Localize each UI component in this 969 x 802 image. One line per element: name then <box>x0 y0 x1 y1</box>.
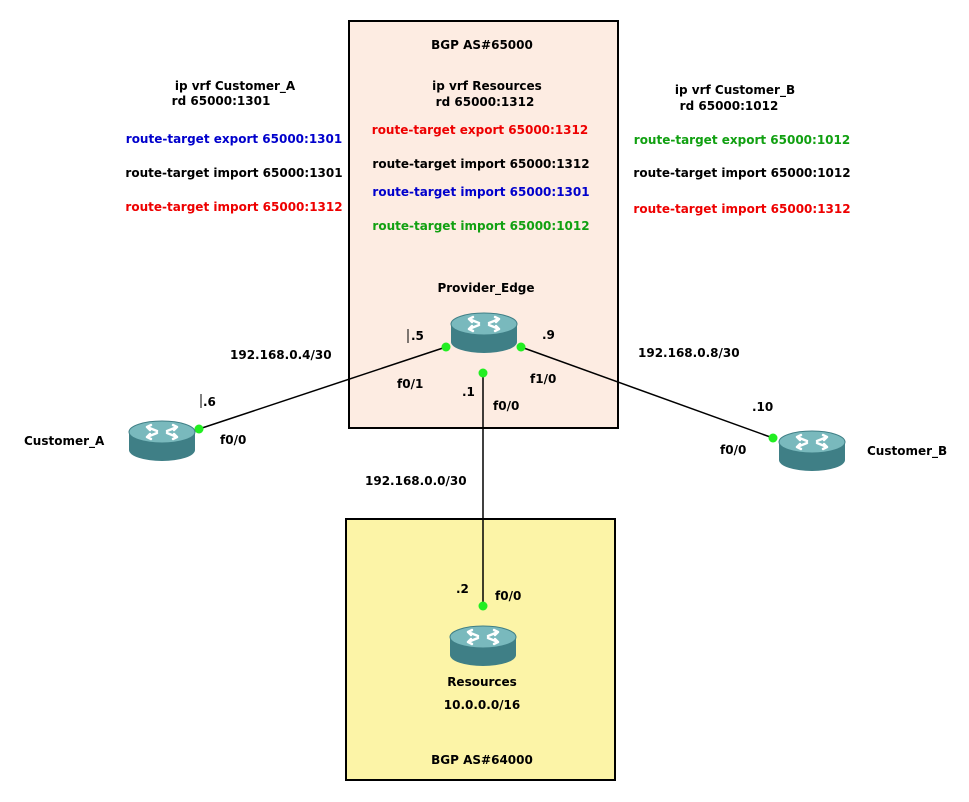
link-endpoint <box>194 424 204 434</box>
vrf-resources-rt-line: route-target import 65000:1312 <box>372 157 590 171</box>
router-name-provider-edge: Provider_Edge <box>437 281 535 295</box>
vrf-resources-rd: rd 65000:1312 <box>435 95 535 109</box>
link-endpoint <box>478 601 488 611</box>
link-pe-customer-a <box>198 346 447 430</box>
link-endpoint <box>516 342 526 352</box>
vrf-resources-name: ip vrf Resources <box>432 79 542 93</box>
subnet-label: 192.168.0.4/30 <box>230 348 332 362</box>
router-name-customer-b: Customer_B <box>867 444 948 458</box>
vrf-customer-b-rt-line: route-target export 65000:1012 <box>633 133 851 147</box>
host-label: .10 <box>752 400 774 414</box>
subnet-label: 192.168.0.0/30 <box>365 474 467 488</box>
host-label: .2 <box>456 582 469 596</box>
vrf-customer-b-rt-line: route-target import 65000:1012 <box>633 166 851 180</box>
vrf-resources-rt-line: route-target export 65000:1312 <box>371 123 589 137</box>
vrf-customer-b-rt-line: route-target import 65000:1312 <box>633 202 851 216</box>
vrf-customer-a-rd: rd 65000:1301 <box>171 94 271 108</box>
router-name-resources: Resources <box>447 675 517 689</box>
interface-label: f0/0 <box>493 399 520 413</box>
router-icon[interactable] <box>777 429 847 474</box>
vrf-customer-a-name: ip vrf Customer_A <box>174 79 296 93</box>
vrf-customer-a-rt-line: route-target export 65000:1301 <box>125 132 343 146</box>
resources-network: 10.0.0.0/16 <box>443 698 521 712</box>
interface-label: f1/0 <box>530 372 557 386</box>
vrf-customer-a-rt-line: route-target import 65000:1301 <box>125 166 343 180</box>
router-name-customer-a: Customer_A <box>24 434 105 448</box>
interface-label: f0/0 <box>495 589 522 603</box>
interface-label: f0/0 <box>720 443 747 457</box>
router-icon[interactable] <box>127 419 197 464</box>
vrf-resources-rt-line: route-target import 65000:1301 <box>372 185 590 199</box>
vrf-customer-b-rd: rd 65000:1012 <box>679 99 779 113</box>
subnet-label: 192.168.0.8/30 <box>638 346 740 360</box>
provider-as-zone <box>348 20 619 429</box>
vrf-customer-a-rt-line: route-target import 65000:1312 <box>125 200 343 214</box>
interface-label: f0/1 <box>397 377 424 391</box>
router-icon[interactable] <box>448 624 518 669</box>
resources-as-title: BGP AS#64000 <box>431 753 533 767</box>
vrf-resources-rt-line: route-target import 65000:1012 <box>372 219 590 233</box>
host-label: .6 <box>203 395 216 409</box>
link-endpoint <box>768 433 778 443</box>
host-label: .9 <box>542 328 555 342</box>
host-label: .5 <box>411 329 424 343</box>
host-label: .1 <box>462 385 475 399</box>
provider-as-title: BGP AS#65000 <box>431 38 533 52</box>
link-endpoint <box>441 342 451 352</box>
link-pe-customer-b <box>520 346 774 439</box>
link-endpoint <box>478 368 488 378</box>
vrf-customer-b-name: ip vrf Customer_B <box>674 83 796 97</box>
router-icon[interactable] <box>449 311 519 356</box>
interface-label: f0/0 <box>220 433 247 447</box>
